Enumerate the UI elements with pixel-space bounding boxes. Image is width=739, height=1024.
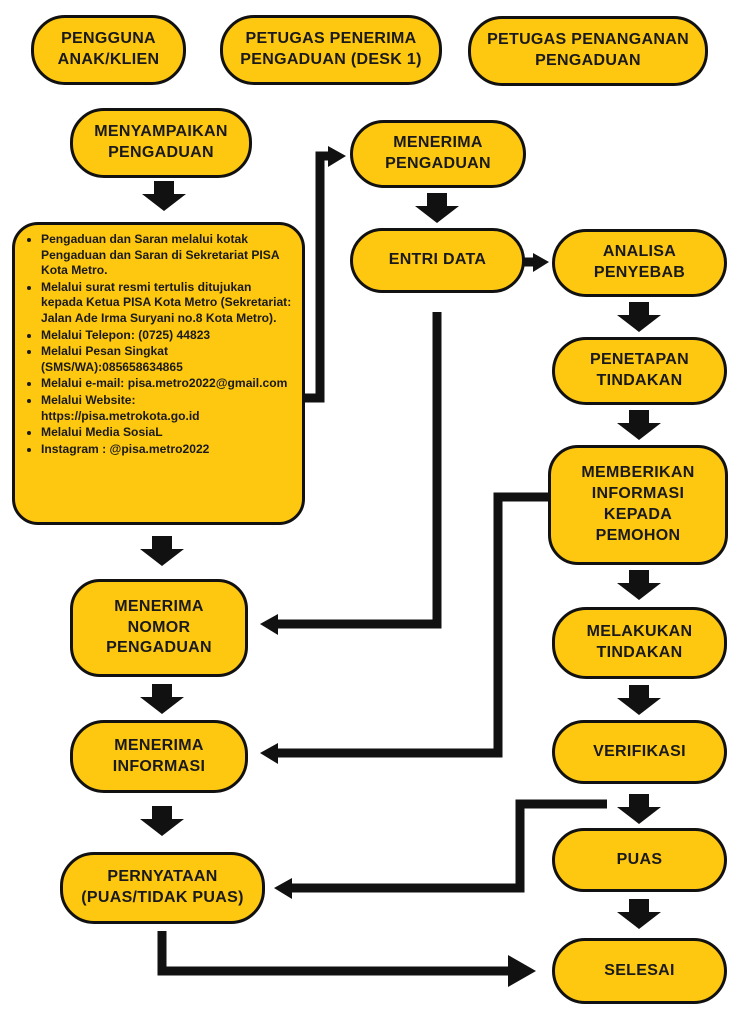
channel-item: Melalui Telepon: (0725) 44823 (41, 328, 292, 344)
down-arrow-penetapan-to-memberikan (617, 410, 661, 440)
node-selesai: SELESAI (552, 938, 727, 1004)
edge-memberikan-to-informasi (278, 492, 548, 758)
edge-entri-to-nomor (278, 312, 442, 629)
lane-petugas-penerima: PETUGAS PENERIMA PENGADUAN (DESK 1) (220, 15, 442, 85)
down-arrow-memberikan-to-melakukan (617, 570, 661, 600)
down-arrow-puas-to-selesai (617, 899, 661, 929)
node-analisa-penyebab: ANALISA PENYEBAB (552, 229, 727, 297)
channel-item: Melalui Pesan Singkat (SMS/WA):085658634… (41, 344, 292, 375)
channel-item: Melalui Website: https://pisa.metrokota.… (41, 393, 292, 424)
edge-verifikasi-to-pernyataan (292, 799, 607, 893)
edge-pernyataan-to-selesai (157, 931, 510, 976)
complaint-channels-list: Pengaduan dan Saran melalui kotak Pengad… (23, 232, 292, 457)
lane-petugas-penanganan: PETUGAS PENANGANAN PENGADUAN (468, 16, 708, 86)
down-arrow-verifikasi-to-puas (617, 794, 661, 824)
down-arrow-menyampaikan-to-list (142, 181, 186, 211)
arrowhead-to-menerima-pengaduan (328, 146, 346, 167)
channel-item: Melalui e-mail: pisa.metro2022@gmail.com (41, 376, 292, 392)
lane-pengguna: PENGGUNA ANAK/KLIEN (31, 15, 186, 85)
node-puas: PUAS (552, 828, 727, 892)
down-arrow-menerima-to-entri (415, 193, 459, 223)
down-arrow-melakukan-to-verifikasi (617, 685, 661, 715)
node-menerima-informasi: MENERIMA INFORMASI (70, 720, 248, 793)
down-arrow-list-to-nomor (140, 536, 184, 566)
arrowhead-to-pernyataan (274, 878, 292, 899)
channel-item: Melalui Media SosiaL (41, 425, 292, 441)
node-pernyataan: PERNYATAAN (PUAS/TIDAK PUAS) (60, 852, 265, 924)
edge-list-to-menerima-pengaduan (305, 151, 330, 403)
arrowhead-to-selesai (508, 955, 536, 987)
arrowhead-to-analisa (533, 253, 549, 272)
complaint-channels-box: Pengaduan dan Saran melalui kotak Pengad… (12, 222, 305, 525)
node-melakukan-tindakan: MELAKUKAN TINDAKAN (552, 607, 727, 679)
node-menerima-nomor-pengaduan: MENERIMA NOMOR PENGADUAN (70, 579, 248, 677)
down-arrow-informasi-to-pernyataan (140, 806, 184, 836)
node-penetapan-tindakan: PENETAPAN TINDAKAN (552, 337, 727, 405)
node-entri-data: ENTRI DATA (350, 228, 525, 293)
node-menerima-pengaduan: MENERIMA PENGADUAN (350, 120, 526, 188)
channel-item: Melalui surat resmi tertulis ditujukan k… (41, 280, 292, 327)
arrowhead-to-nomor (260, 614, 278, 635)
node-menyampaikan-pengaduan: MENYAMPAIKAN PENGADUAN (70, 108, 252, 178)
node-verifikasi: VERIFIKASI (552, 720, 727, 784)
arrowhead-to-informasi (260, 743, 278, 764)
node-memberikan-informasi: MEMBERIKAN INFORMASI KEPADA PEMOHON (548, 445, 728, 565)
down-arrow-analisa-to-penetapan (617, 302, 661, 332)
down-arrow-nomor-to-informasi (140, 684, 184, 714)
channel-item: Instagram : @pisa.metro2022 (41, 442, 292, 458)
channel-item: Pengaduan dan Saran melalui kotak Pengad… (41, 232, 292, 279)
